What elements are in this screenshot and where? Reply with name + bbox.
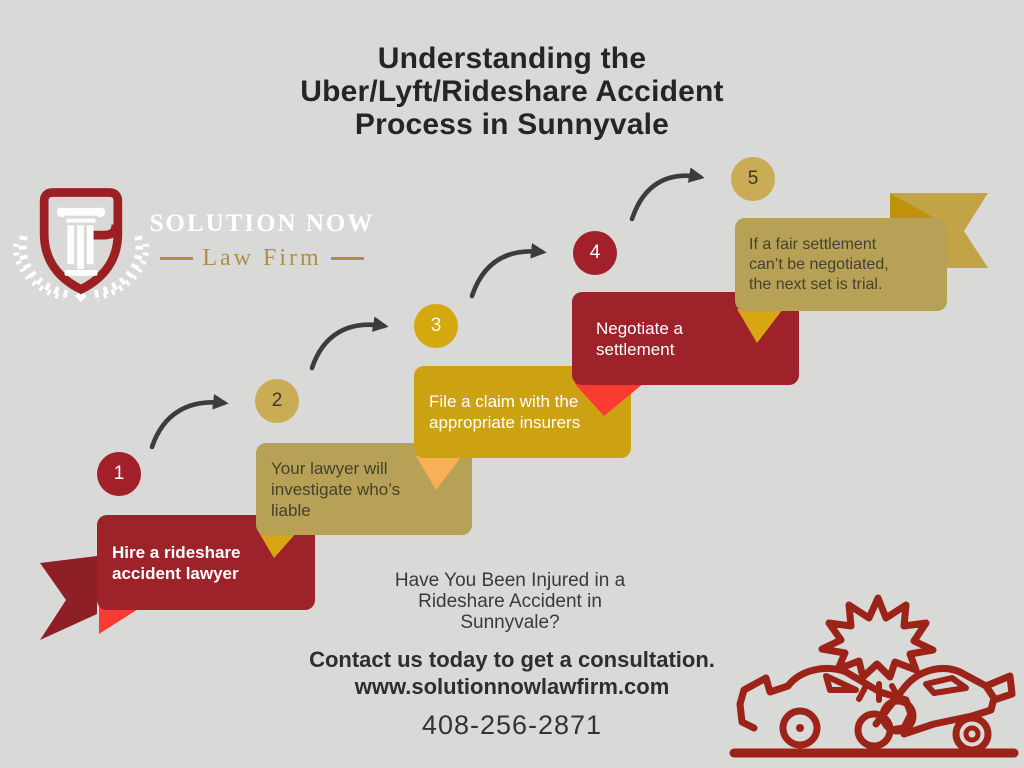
footer-phone: 408-256-2871 — [421, 710, 603, 740]
law-firm-logo: SOLUTION NOW Law Firm — [148, 210, 376, 272]
arrow-step-4-5 — [629, 167, 705, 222]
step-2-label: Your lawyer will investigate who’s liabl… — [271, 458, 401, 520]
title-line-1: Understanding the — [377, 42, 647, 75]
step-number-circle-1: 1 — [97, 452, 141, 496]
logo-dash-left — [160, 257, 194, 260]
step-3-label: File a claim with the appropriate insure… — [429, 392, 581, 432]
shield-column-laurel-icon — [13, 188, 149, 302]
arrow-step-1-2 — [149, 394, 229, 450]
step-4-label: Negotiate a settlement — [596, 318, 683, 359]
arrow-step-3-4 — [469, 243, 547, 299]
footer-cta: Contact us today to get a consultation. — [309, 647, 715, 672]
car-crash-icon — [729, 594, 1019, 758]
step-1-label: Hire a rideshare accident lawyer — [112, 542, 241, 583]
step-number-circle-3: 3 — [414, 304, 458, 348]
title-line-2: Uber/Lyft/Rideshare Accident — [300, 75, 724, 108]
step-number-circle-5: 5 — [731, 157, 775, 201]
step-number-circle-4: 4 — [573, 231, 617, 275]
step-number-circle-2: 2 — [255, 379, 299, 423]
footer-question: Have You Been Injured in a Rideshare Acc… — [394, 570, 626, 633]
footer-website: www.solutionnowlawfirm.com — [354, 674, 670, 699]
logo-name: SOLUTION NOW — [149, 210, 375, 237]
logo-subtitle: Law Firm — [202, 245, 322, 271]
arrow-step-2-3 — [309, 316, 389, 371]
step-1-ribbon-tail — [40, 556, 97, 640]
logo-dash-right — [330, 257, 364, 260]
page-title: Understanding the Uber/Lyft/Rideshare Ac… — [112, 42, 912, 141]
step-box-5: If a fair settlement can’t be negotiated… — [735, 218, 947, 311]
title-line-3: Process in Sunnyvale — [354, 108, 670, 141]
step-5-label: If a fair settlement can’t be negotiated… — [749, 235, 889, 293]
